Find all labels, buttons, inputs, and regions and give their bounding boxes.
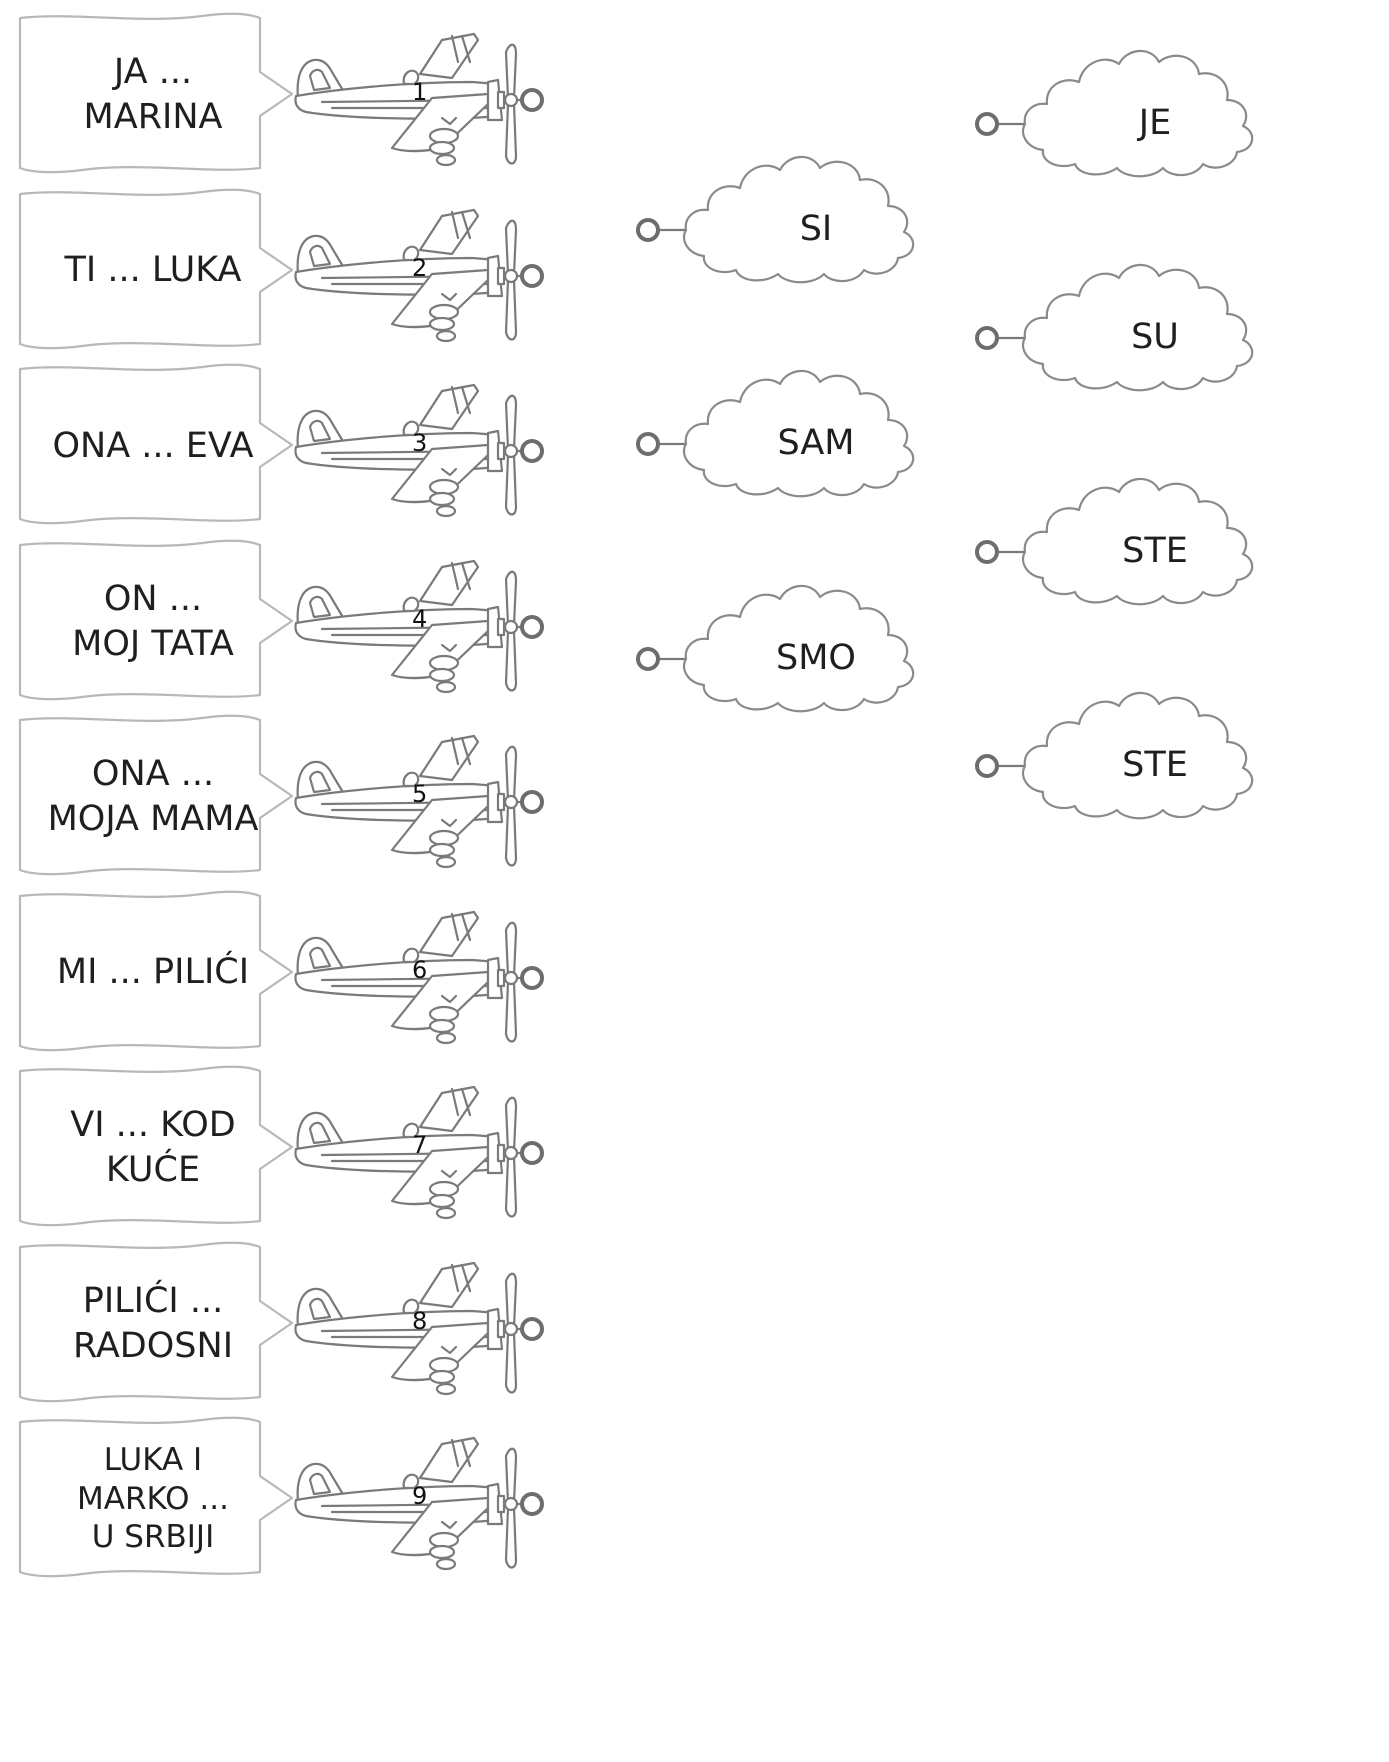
plane-number: 2 <box>412 253 428 282</box>
plane-connector-dot-icon[interactable] <box>520 790 544 814</box>
sentence-banner: TI ... LUKA <box>12 188 294 354</box>
cloud-connector-dot-icon[interactable] <box>636 432 660 456</box>
banner-frame <box>18 1065 294 1227</box>
cloud-icon <box>997 477 1254 606</box>
biplane-icon <box>294 1085 540 1220</box>
banner-frame <box>18 714 294 876</box>
cloud-label: STE <box>1122 745 1188 785</box>
biplane-icon <box>294 383 540 518</box>
plane-number: 9 <box>412 1482 428 1510</box>
sentence-banner: PILIĆI ... RADOSNI <box>12 1241 294 1407</box>
cloud-connector-dot-icon[interactable] <box>975 326 999 350</box>
plane-row-3: ONA ... EVA <box>0 355 640 533</box>
answer-cloud-5[interactable]: SU <box>975 256 1275 416</box>
answer-cloud-1[interactable]: SI <box>636 148 936 308</box>
plane-row-9: LUKA I MARKO ... U SRBIJI <box>0 1408 640 1586</box>
cloud-icon <box>658 369 915 498</box>
biplane-icon <box>294 208 540 342</box>
sentence-banner: ONA ... MOJA MAMA <box>12 714 294 880</box>
cloud-icon <box>997 49 1254 178</box>
cloud-connector-dot-icon[interactable] <box>975 112 999 136</box>
banner-frame <box>18 539 294 700</box>
biplane-icon <box>294 1436 540 1571</box>
sentence-text: ON ... MOJ TATA <box>72 578 234 664</box>
plane-row-2: TI ... LUKA <box>0 180 640 358</box>
biplane-icon <box>294 734 540 869</box>
plane-number: 4 <box>412 604 428 633</box>
cloud-icon <box>997 691 1254 820</box>
cloud-connector-dot-icon[interactable] <box>636 647 660 671</box>
sentence-banner: JA ... MARINA <box>12 12 294 178</box>
sentence-text: JA ... MARINA <box>83 52 223 137</box>
cloud-label: JE <box>1138 103 1172 143</box>
sentence-text: ONA ... MOJA MAMA <box>47 754 259 839</box>
plane-number: 1 <box>412 78 428 106</box>
sentence-banner: ONA ... EVA <box>12 363 294 529</box>
plane-number: 3 <box>412 429 428 457</box>
sentence-banner: VI ... KOD KUĆE <box>12 1065 294 1231</box>
plane-number: 6 <box>412 955 428 984</box>
answer-cloud-6[interactable]: STE <box>975 470 1275 630</box>
banner-frame <box>18 12 294 174</box>
answer-cloud-7[interactable]: STE <box>975 684 1275 844</box>
answer-cloud-4[interactable]: JE <box>975 42 1275 202</box>
plane-row-5: ONA ... MOJA MAMA <box>0 706 640 884</box>
plane-number: 7 <box>412 1131 428 1159</box>
sentence-text: VI ... KOD KUĆE <box>70 1105 236 1190</box>
plane-row-4: ON ... MOJ TATA <box>0 531 640 709</box>
cloud-label: SMO <box>776 638 856 678</box>
cloud-connector-dot-icon[interactable] <box>636 218 660 242</box>
sentence-text: LUKA I MARKO ... U SRBIJI <box>77 1441 229 1556</box>
banner-frame <box>18 363 294 525</box>
plane-row-7: VI ... KOD KUĆE <box>0 1057 640 1235</box>
banner-frame <box>18 1241 294 1402</box>
sentence-text: TI ... LUKA <box>64 250 242 291</box>
cloud-label: SI <box>799 209 833 249</box>
banner-frame <box>18 1416 294 1578</box>
plane-connector-dot-icon[interactable] <box>520 88 544 112</box>
cloud-icon <box>658 155 915 284</box>
cloud-label: SAM <box>777 423 855 463</box>
plane-connector-dot-icon[interactable] <box>520 614 544 639</box>
plane-row-1: JA ... MARINA <box>0 4 640 182</box>
biplane-icon <box>294 32 540 167</box>
banner-frame <box>18 890 294 1051</box>
cloud-label: STE <box>1122 531 1188 571</box>
plane-connector-dot-icon[interactable] <box>520 439 544 463</box>
cloud-connector-dot-icon[interactable] <box>975 540 999 564</box>
sentence-text: PILIĆI ... RADOSNI <box>72 1280 234 1366</box>
plane-connector-dot-icon[interactable] <box>520 263 544 288</box>
plane-connector-dot-icon[interactable] <box>520 1141 544 1165</box>
sentence-text: ONA ... EVA <box>52 425 254 466</box>
plane-connector-dot-icon[interactable] <box>520 1316 544 1341</box>
plane-row-6: MI ... PILIĆI <box>0 882 640 1060</box>
plane-row-8: PILIĆI ... RADOSNI <box>0 1233 640 1411</box>
biplane-icon <box>294 910 540 1044</box>
plane-connector-dot-icon[interactable] <box>520 1492 544 1516</box>
biplane-icon <box>294 1261 540 1395</box>
sentence-banner: MI ... PILIĆI <box>12 890 294 1056</box>
plane-number: 8 <box>412 1306 428 1335</box>
plane-connector-dot-icon[interactable] <box>520 965 544 990</box>
biplane-icon <box>294 559 540 693</box>
cloud-connector-dot-icon[interactable] <box>975 754 999 778</box>
sentence-banner: LUKA I MARKO ... U SRBIJI <box>12 1416 294 1582</box>
sentence-banner: ON ... MOJ TATA <box>12 539 294 705</box>
cloud-icon <box>997 263 1254 392</box>
plane-number: 5 <box>412 780 428 808</box>
answer-cloud-2[interactable]: SAM <box>636 362 936 522</box>
answer-cloud-3[interactable]: SMO <box>636 577 936 737</box>
cloud-icon <box>658 584 915 713</box>
sentence-text: MI ... PILIĆI <box>56 952 250 993</box>
banner-frame <box>18 188 294 349</box>
cloud-label: SU <box>1131 317 1179 357</box>
